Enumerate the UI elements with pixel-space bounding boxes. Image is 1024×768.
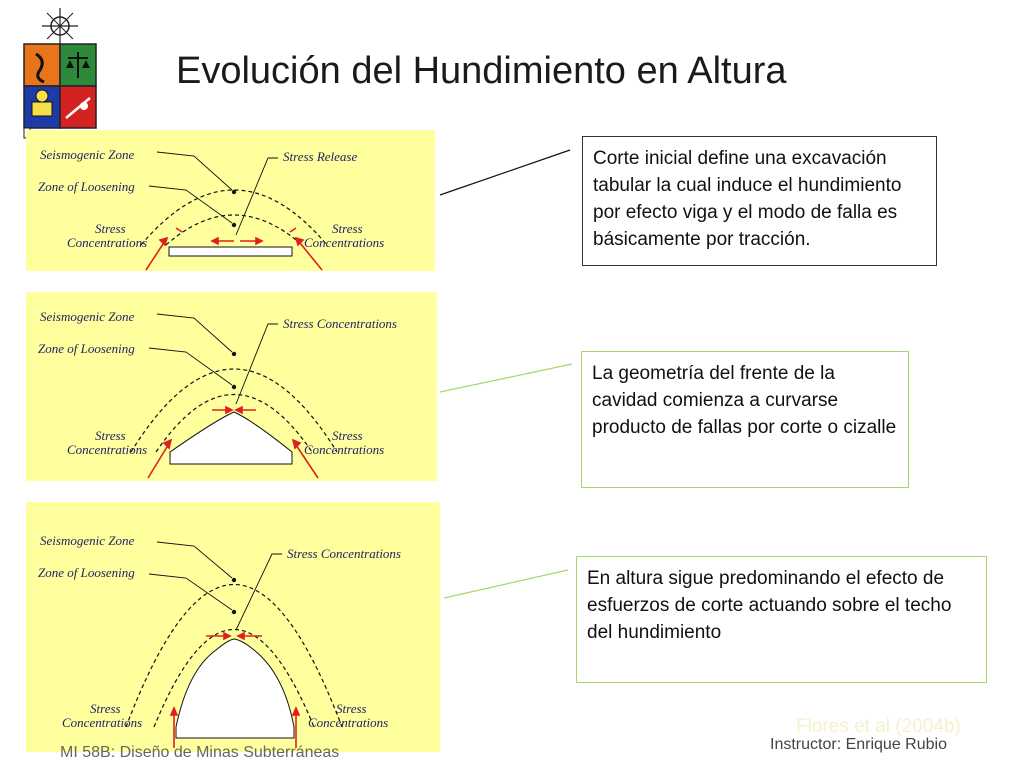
excavation-slot: [168, 246, 293, 257]
label-seismogenic-zone: Seismogenic Zone: [40, 147, 134, 162]
cavity-outline: [169, 411, 293, 465]
stress-arrows: [169, 631, 301, 748]
label-stress-left-2: Concentrations: [67, 442, 147, 457]
label-stress-left-1: Stress: [90, 701, 121, 716]
label-stress-left-1: Stress: [95, 428, 126, 443]
label-stress-right-1: Stress: [336, 701, 367, 716]
cavity-outline: [175, 638, 295, 739]
diagram-panel-3: Seismogenic Zone Zone of Loosening Stres…: [26, 502, 440, 752]
note-box-2: La geometría del frente de la cavidad co…: [581, 351, 909, 488]
label-zone-of-loosening: Zone of Loosening: [38, 179, 135, 194]
label-zone-of-loosening: Zone of Loosening: [38, 565, 135, 580]
connector-line-3: [443, 569, 569, 599]
seismogenic-zone-boundary: [125, 583, 343, 728]
page-title: Evolución del Hundimiento en Altura: [176, 50, 787, 92]
diagram-panel-2: Seismogenic Zone Zone of Loosening Stres…: [26, 292, 437, 481]
university-logo: [23, 8, 97, 139]
loosening-zone-boundary: [155, 393, 313, 453]
stress-arrows: [147, 405, 319, 479]
label-stress-right-2: Concentrations: [304, 442, 384, 457]
label-stress-right-1: Stress: [332, 428, 363, 443]
label-stress-concentrations: Stress Concentrations: [287, 546, 401, 561]
label-stress-concentrations: Stress Concentrations: [283, 316, 397, 331]
footer-course: MI 58B: Diseño de Minas Subterráneas: [60, 744, 340, 761]
label-stress-right-2: Concentrations: [304, 235, 384, 250]
source-credit: Flores et al (2004b): [796, 716, 961, 737]
label-stress-right-1: Stress: [332, 221, 363, 236]
connector-line-2: [439, 363, 573, 393]
diagram-panel-1: Seismogenic Zone Zone of Loosening Stres…: [26, 130, 435, 271]
label-stress-left-2: Concentrations: [62, 715, 142, 730]
label-zone-of-loosening: Zone of Loosening: [38, 341, 135, 356]
label-stress-left-1: Stress: [95, 221, 126, 236]
note-box-1: Corte inicial define una excavación tabu…: [582, 136, 937, 266]
footer-instructor: Instructor: Enrique Rubio: [770, 736, 947, 753]
sun-emblem-icon: [42, 8, 78, 44]
label-stress-release: Stress Release: [283, 149, 357, 164]
label-seismogenic-zone: Seismogenic Zone: [40, 309, 134, 324]
note-box-3: En altura sigue predominando el efecto d…: [576, 556, 987, 683]
seismogenic-zone-boundary: [140, 189, 328, 246]
connector-line-1: [439, 149, 571, 196]
label-seismogenic-zone: Seismogenic Zone: [40, 533, 134, 548]
stress-arrows: [145, 227, 323, 271]
label-stress-left-2: Concentrations: [67, 235, 147, 250]
label-stress-right-2: Concentrations: [308, 715, 388, 730]
